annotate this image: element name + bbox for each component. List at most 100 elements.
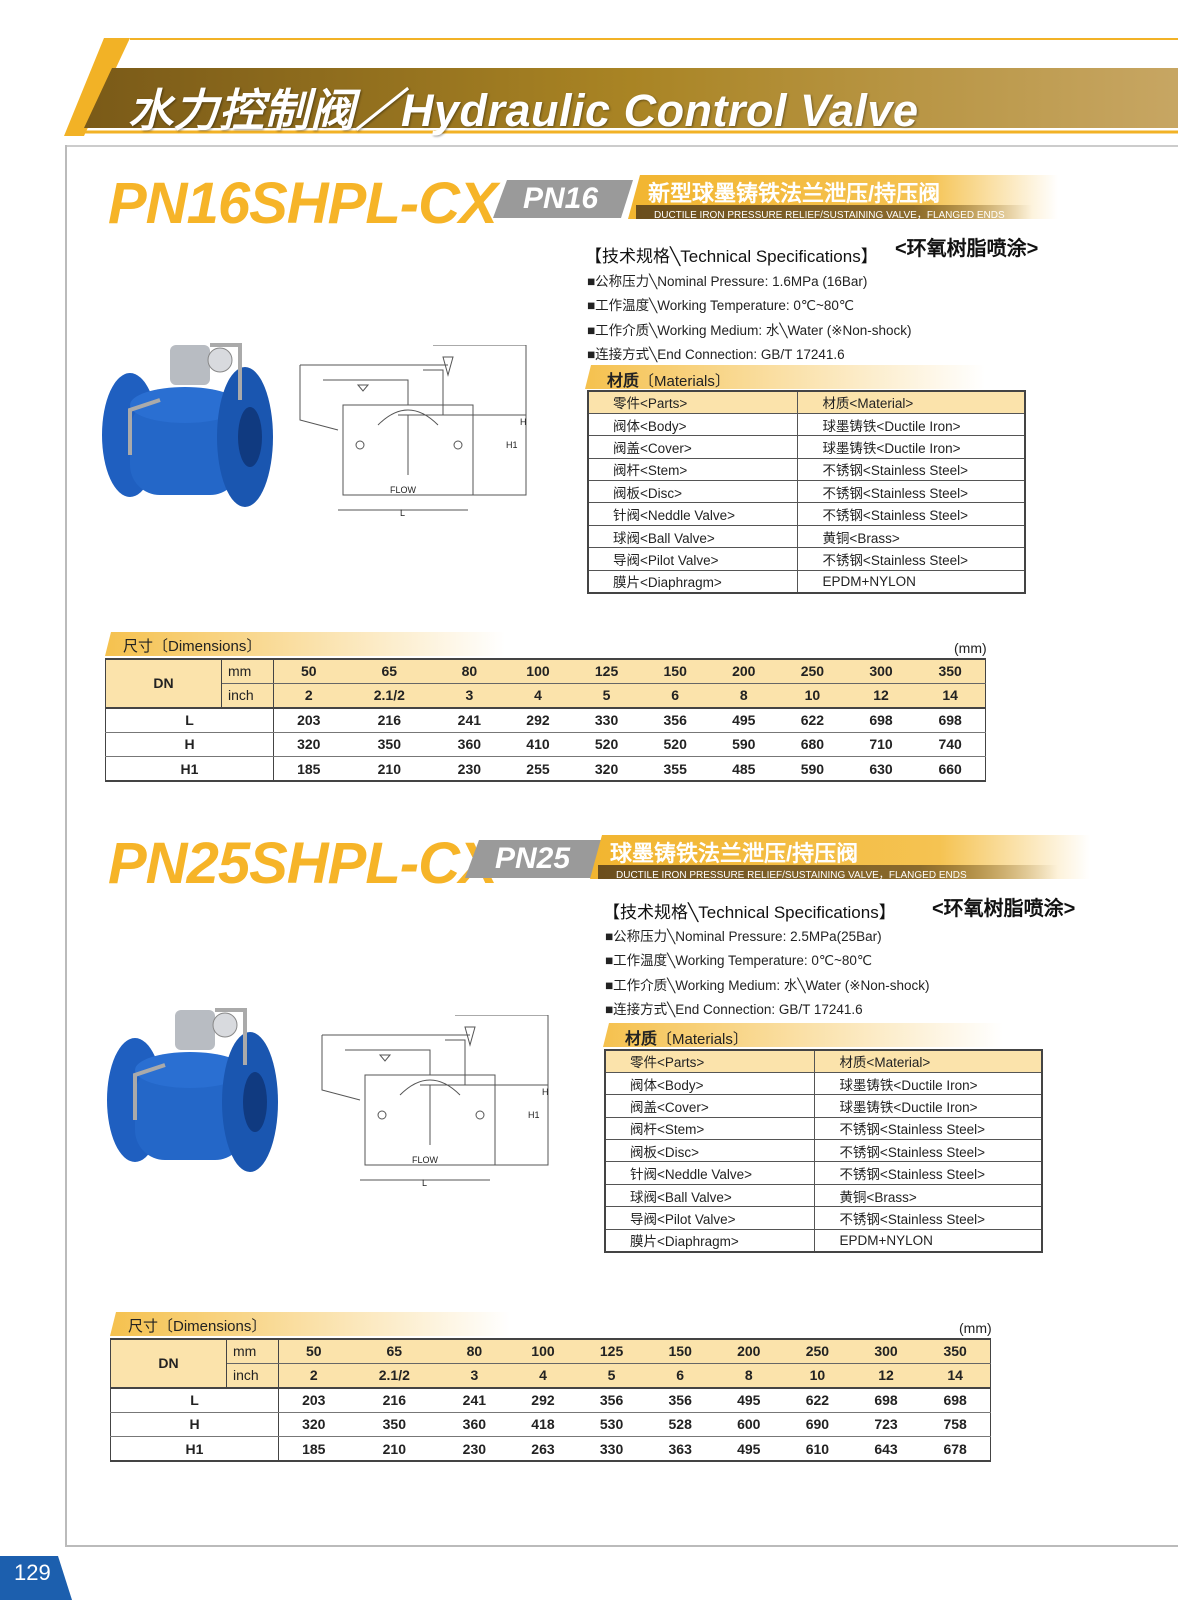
mm-label: mm	[226, 1339, 279, 1364]
dimension-value: 698	[851, 1387, 921, 1413]
dn-mm-value: 50	[278, 1339, 349, 1364]
dn-mm-value: 65	[348, 1339, 441, 1364]
dimension-value: 241	[435, 707, 504, 733]
table-row: 导阀<Pilot Valve>不锈钢<Stainless Steel>	[604, 1206, 1043, 1230]
dimension-value: 698	[915, 707, 986, 733]
material-cell: 不锈钢<Stainless Steel>	[797, 502, 1026, 526]
dn-mm-value: 50	[273, 659, 344, 684]
dn-inch-value: 12	[851, 1363, 921, 1389]
dn-inch-value: 3	[435, 683, 504, 709]
part-cell: 阀盖<Cover>	[587, 435, 799, 459]
dn-label: DN	[110, 1339, 227, 1389]
valve-photo	[102, 343, 273, 507]
part-cell: 膜片<Diaphragm>	[587, 569, 799, 594]
dimension-value: 495	[714, 1436, 784, 1462]
material-cell: EPDM+NYLON	[814, 1228, 1043, 1253]
frame-divider	[65, 1545, 1178, 1547]
dn-inch-value: 8	[709, 683, 779, 709]
spec-line: ■连接方式╲End Connection: GB/T 17241.6	[605, 1001, 863, 1017]
dimension-value: 690	[783, 1412, 852, 1438]
spec-line: ■工作介质╲Working Medium: 水╲Water (※Non-shoc…	[587, 322, 912, 338]
h-label: H	[520, 417, 527, 427]
dn-inch-value: 2	[278, 1363, 349, 1389]
dimension-value: 356	[645, 1387, 715, 1413]
dimension-value: 660	[915, 756, 986, 782]
dn-mm-value: 100	[503, 659, 573, 684]
table-row: 球阀<Ball Valve>黄铜<Brass>	[604, 1183, 1043, 1208]
coating-label: <环氧树脂喷涂>	[932, 898, 1076, 920]
title-cn: 球墨铸铁法兰泄压/持压阀	[610, 841, 859, 866]
material-cell: 不锈钢<Stainless Steel>	[814, 1161, 1043, 1185]
flow-label: FLOW	[412, 1155, 438, 1165]
dimension-label: H1	[105, 756, 274, 782]
dimension-value: 418	[508, 1412, 578, 1438]
table-row: 阀杆<Stem>不锈钢<Stainless Steel>	[604, 1116, 1043, 1141]
spec-line: ■连接方式╲End Connection: GB/T 17241.6	[587, 346, 845, 362]
unit-label: (mm)	[959, 1320, 992, 1336]
dimension-value: 216	[343, 707, 436, 733]
material-cell: 不锈钢<Stainless Steel>	[814, 1139, 1043, 1163]
materials-title: 材质	[607, 373, 640, 390]
banner-stripe	[64, 38, 1178, 136]
dimension-value: 528	[645, 1412, 715, 1438]
dimension-label: H	[110, 1412, 279, 1438]
dimension-value: 330	[577, 1436, 646, 1462]
materials-table: 零件<Parts>材质<Material>阀体<Body>球墨铸铁<Ductil…	[604, 1049, 1043, 1253]
frame-divider	[65, 145, 1178, 147]
mm-label: mm	[221, 659, 274, 684]
dimension-value: 600	[714, 1412, 784, 1438]
flow-label: FLOW	[390, 485, 416, 495]
dn-inch-value: 4	[503, 683, 573, 709]
dimension-value: 241	[440, 1387, 509, 1413]
dimension-value: 590	[709, 732, 779, 758]
dimension-value: 723	[851, 1412, 921, 1438]
dimension-value: 520	[572, 732, 641, 758]
part-cell: 球阀<Ball Valve>	[604, 1183, 816, 1208]
part-cell: 阀板<Disc>	[587, 480, 799, 504]
dimension-value: 355	[640, 756, 710, 782]
part-cell: 球阀<Ball Valve>	[587, 524, 799, 549]
material-cell: EPDM+NYLON	[797, 569, 1026, 594]
part-cell: 针阀<Neddle Valve>	[604, 1161, 816, 1185]
dn-inch-value: 10	[778, 683, 847, 709]
material-cell: 球墨铸铁<Ductile Iron>	[814, 1094, 1043, 1118]
table-row: 导阀<Pilot Valve>不锈钢<Stainless Steel>	[587, 547, 1026, 571]
table-row: 膜片<Diaphragm>EPDM+NYLON	[587, 569, 1026, 594]
part-cell: 针阀<Neddle Valve>	[587, 502, 799, 526]
table-row: 阀体<Body>球墨铸铁<Ductile Iron>	[587, 412, 1026, 437]
dn-inch-value: 3	[440, 1363, 509, 1389]
dimension-value: 230	[435, 756, 504, 782]
dn-inch-value: 4	[508, 1363, 578, 1389]
material-cell: 材质<Material>	[797, 390, 1026, 414]
dn-mm-value: 250	[783, 1339, 852, 1364]
dimension-value: 678	[920, 1436, 991, 1462]
dimension-value: 210	[343, 756, 436, 782]
dimension-value: 350	[343, 732, 436, 758]
material-cell: 球墨铸铁<Ductile Iron>	[797, 412, 1026, 437]
unit-label: (mm)	[954, 640, 987, 656]
dimension-value: 698	[920, 1387, 991, 1413]
table-row: 阀盖<Cover>球墨铸铁<Ductile Iron>	[587, 435, 1026, 459]
part-cell: 膜片<Diaphragm>	[604, 1228, 816, 1253]
dimension-value: 643	[851, 1436, 921, 1462]
part-cell: 阀板<Disc>	[604, 1139, 816, 1163]
material-cell: 不锈钢<Stainless Steel>	[797, 547, 1026, 571]
material-cell: 不锈钢<Stainless Steel>	[797, 480, 1026, 504]
dn-mm-value: 80	[440, 1339, 509, 1364]
dimension-value: 230	[440, 1436, 509, 1462]
dimension-value: 495	[709, 707, 779, 733]
pressure-badge: PN16	[493, 180, 633, 218]
dn-inch-value: 2.1/2	[348, 1363, 441, 1389]
dn-inch-value: 5	[572, 683, 641, 709]
dimension-value: 185	[273, 756, 344, 782]
h1-label: H1	[528, 1110, 540, 1120]
inch-label: inch	[221, 683, 274, 709]
dimension-label: H1	[110, 1436, 279, 1462]
dimension-value: 710	[846, 732, 916, 758]
